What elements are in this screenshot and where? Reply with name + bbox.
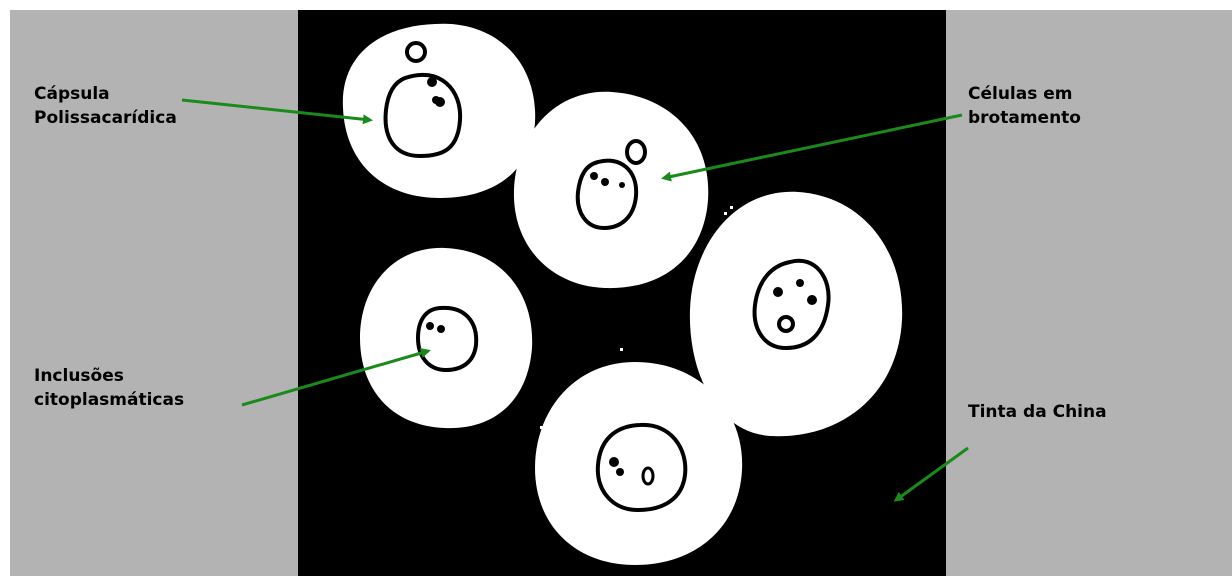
label-inclusoes: Inclusões citoplasmáticas (34, 364, 184, 412)
label-capsula-line2: Polissacarídica (34, 106, 177, 130)
label-capsula-line1: Cápsula (34, 82, 177, 106)
arrow-inclusoes (242, 351, 428, 405)
label-tinta: Tinta da China (968, 400, 1107, 424)
arrow-capsula (182, 100, 370, 120)
label-capsula: Cápsula Polissacarídica (34, 82, 177, 130)
label-inclusoes-line1: Inclusões (34, 364, 184, 388)
arrow-tinta (896, 448, 968, 500)
label-celulas: Células em brotamento (968, 82, 1081, 130)
label-tinta-text: Tinta da China (968, 400, 1107, 424)
arrow-celulas (664, 115, 962, 178)
label-inclusoes-line2: citoplasmáticas (34, 388, 184, 412)
label-celulas-line1: Células em (968, 82, 1081, 106)
label-celulas-line2: brotamento (968, 106, 1081, 130)
